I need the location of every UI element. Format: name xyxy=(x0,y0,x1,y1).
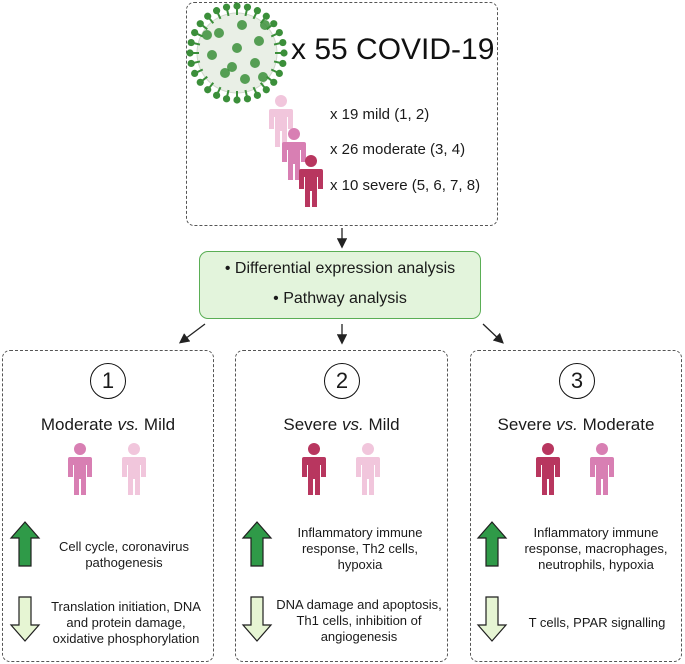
comparison-left: Severe xyxy=(497,415,552,434)
up-regulated-text: Inflammatory immune response, macrophage… xyxy=(524,525,668,572)
comparison-right: Moderate xyxy=(582,415,655,434)
comparison-vs: vs. xyxy=(117,415,140,434)
comparison-panel-2: 2 Severe vs. Mild Inflammatory immune re… xyxy=(235,350,448,662)
down-regulated-text: DNA damage and apoptosis, Th1 cells, inh… xyxy=(276,597,442,644)
analysis-box: • Differential expression analysis • Pat… xyxy=(199,251,481,319)
comparison-panel-3: 3 Severe vs. Moderate Inflammatory immun… xyxy=(470,350,682,662)
up-regulated-text: Inflammatory immune response, Th2 cells,… xyxy=(297,525,423,572)
down-regulated-text: Translation initiation, DNA and protein … xyxy=(51,599,201,646)
cohort-box xyxy=(186,2,498,226)
down-regulated-text: T cells, PPAR signalling xyxy=(528,615,666,630)
comparison-title: Moderate vs. Mild xyxy=(3,415,213,435)
comparison-vs: vs. xyxy=(556,415,578,434)
comparison-number: 2 xyxy=(324,363,360,399)
comparison-left: Moderate xyxy=(40,415,113,434)
group-mild-label: x 19 mild (1, 2) xyxy=(330,106,430,123)
group-moderate-label: x 26 moderate (3, 4) xyxy=(330,141,466,158)
analysis-item-pathway: • Pathway analysis xyxy=(273,290,407,307)
comparison-number: 1 xyxy=(90,363,126,399)
cohort-total-label: x 55 COVID-19 xyxy=(291,33,495,66)
group-severe-label: x 10 severe (5, 6, 7, 8) xyxy=(330,177,481,194)
up-regulated-text: Cell cycle, coronavirus pathogenesis xyxy=(58,539,190,570)
comparison-number: 3 xyxy=(559,363,595,399)
analysis-item-differential: • Differential expression analysis xyxy=(224,260,456,277)
flow-arrow-icon xyxy=(482,323,504,344)
comparison-panel-1: 1 Moderate vs. Mild Cell cycle, coronavi… xyxy=(2,350,214,662)
comparison-vs: vs. xyxy=(341,415,364,434)
comparison-title: Severe vs. Mild xyxy=(236,415,447,435)
comparison-left: Severe xyxy=(283,415,338,434)
comparison-title: Severe vs. Moderate xyxy=(471,415,681,435)
flow-arrow-icon xyxy=(178,323,206,344)
comparison-right: Mild xyxy=(143,415,176,434)
comparison-right: Mild xyxy=(368,415,400,434)
